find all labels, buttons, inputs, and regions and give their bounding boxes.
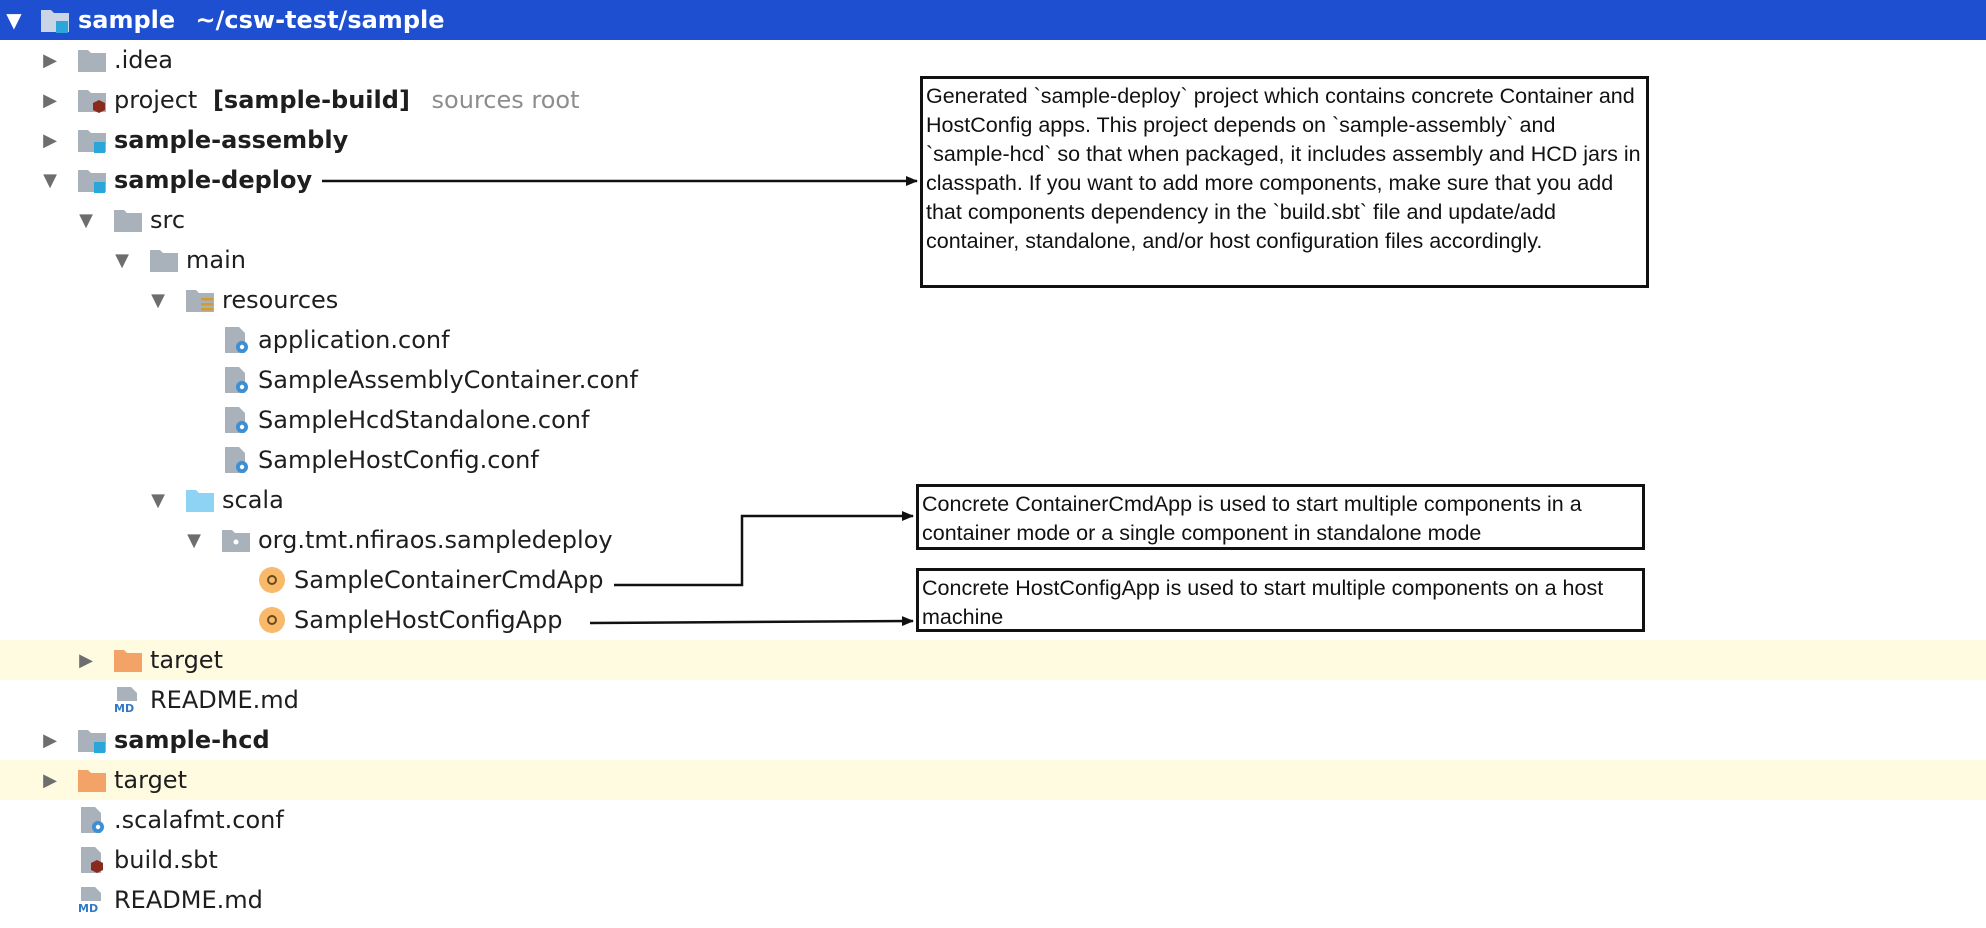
tree-row-scala-object[interactable]: SampleContainerCmdApp xyxy=(0,560,1986,600)
object-label: SampleHostConfigApp xyxy=(294,606,563,634)
file-label: build.sbt xyxy=(114,846,218,874)
module-label: sample-assembly xyxy=(114,126,349,154)
sources-root-hint: sources root xyxy=(431,86,580,114)
module-name: [sample-build] xyxy=(212,86,410,114)
tree-row-scala-object[interactable]: SampleHostConfigApp xyxy=(0,600,1986,640)
tree-row-target[interactable]: ▶ target xyxy=(0,760,1986,800)
expand-arrow-icon[interactable]: ▼ xyxy=(115,249,129,271)
project-root-path: ~/csw-test/sample xyxy=(195,6,445,34)
arrow-to-host-note xyxy=(589,616,914,627)
tree-row-sample-deploy[interactable]: ▼ sample-deploy xyxy=(0,160,1986,200)
folder-label: project xyxy=(114,86,198,114)
collapsed-arrow-icon[interactable]: ▶ xyxy=(43,129,57,151)
tree-row-config-file[interactable]: .scalafmt.conf xyxy=(0,800,1986,840)
excluded-folder-icon xyxy=(114,650,142,672)
folder-label: main xyxy=(186,246,246,274)
file-label: application.conf xyxy=(258,326,450,354)
expand-arrow-icon[interactable]: ▼ xyxy=(6,8,22,32)
module-folder-icon xyxy=(41,10,69,33)
package-label: org.tmt.nfiraos.sampledeploy xyxy=(258,526,613,554)
tree-row-readme[interactable]: MD README.md xyxy=(0,880,1986,920)
module-label: sample-deploy xyxy=(114,166,313,194)
source-folder-icon xyxy=(186,490,214,512)
expand-arrow-icon[interactable]: ▼ xyxy=(43,169,57,191)
scala-object-icon xyxy=(259,567,285,593)
host-config-annotation: Concrete HostConfigApp is used to start … xyxy=(916,568,1645,632)
tree-row-readme[interactable]: MD README.md xyxy=(0,680,1986,720)
config-file-icon xyxy=(225,407,248,433)
tree-row-build-sbt[interactable]: build.sbt xyxy=(0,840,1986,880)
tree-row-package[interactable]: ▼ org.tmt.nfiraos.sampledeploy xyxy=(0,520,1986,560)
module-label: sample-hcd xyxy=(114,726,270,754)
expand-arrow-icon[interactable]: ▼ xyxy=(187,529,201,551)
folder-label: src xyxy=(150,206,186,234)
tree-row-scala[interactable]: ▼ scala xyxy=(0,480,1986,520)
project-root-name: sample xyxy=(78,6,176,34)
module-folder-icon xyxy=(78,730,106,753)
tree-row-src[interactable]: ▼ src xyxy=(0,200,1986,240)
arrow-to-container-note xyxy=(614,511,914,587)
file-label: SampleAssemblyContainer.conf xyxy=(258,366,638,394)
folder-icon xyxy=(150,250,178,272)
scala-object-icon xyxy=(259,607,285,633)
sbt-file-icon xyxy=(81,847,103,873)
file-label: README.md xyxy=(114,886,263,914)
tree-row-main[interactable]: ▼ main xyxy=(0,240,1986,280)
collapsed-arrow-icon[interactable]: ▶ xyxy=(43,769,57,791)
markdown-file-icon: MD xyxy=(113,687,139,715)
container-cmd-annotation: Concrete ContainerCmdApp is used to star… xyxy=(916,484,1645,550)
folder-icon xyxy=(78,50,106,72)
tree-row-idea[interactable]: ▶ .idea xyxy=(0,40,1986,80)
file-label: README.md xyxy=(150,686,299,714)
tree-row-root[interactable]: ▼ sample ~/csw-test/sample xyxy=(0,0,1986,40)
excluded-folder-icon xyxy=(78,770,106,792)
tree-row-resources[interactable]: ▼ resources xyxy=(0,280,1986,320)
collapsed-arrow-icon[interactable]: ▶ xyxy=(43,49,57,71)
config-file-icon xyxy=(225,367,248,393)
file-label: .scalafmt.conf xyxy=(114,806,284,834)
sbt-module-icon xyxy=(78,90,106,113)
collapsed-arrow-icon[interactable]: ▶ xyxy=(43,729,57,751)
tree-row-sample-assembly[interactable]: ▶ sample-assembly xyxy=(0,120,1986,160)
tree-row-sample-hcd[interactable]: ▶ sample-hcd xyxy=(0,720,1986,760)
tree-row-config-file[interactable]: SampleHcdStandalone.conf xyxy=(0,400,1986,440)
file-label: SampleHcdStandalone.conf xyxy=(258,406,590,434)
tree-row-config-file[interactable]: SampleAssemblyContainer.conf xyxy=(0,360,1986,400)
svg-text:MD: MD xyxy=(78,902,98,915)
markdown-file-icon: MD xyxy=(77,887,103,915)
tree-row-config-file[interactable]: application.conf xyxy=(0,320,1986,360)
module-folder-icon xyxy=(78,170,106,193)
expand-arrow-icon[interactable]: ▼ xyxy=(151,289,165,311)
tree-row-target[interactable]: ▶ target xyxy=(0,640,1986,680)
file-label: SampleHostConfig.conf xyxy=(258,446,539,474)
config-file-icon xyxy=(81,807,104,833)
collapsed-arrow-icon[interactable]: ▶ xyxy=(79,649,93,671)
config-file-icon xyxy=(225,447,248,473)
package-icon xyxy=(222,530,250,552)
folder-label: resources xyxy=(222,286,339,314)
config-file-icon xyxy=(225,327,248,353)
svg-text:MD: MD xyxy=(114,702,134,715)
object-label: SampleContainerCmdApp xyxy=(294,566,604,594)
folder-icon xyxy=(114,210,142,232)
tree-row-project[interactable]: ▶ project [sample-build] sources root xyxy=(0,80,1986,120)
resources-folder-icon xyxy=(186,290,214,312)
module-folder-icon xyxy=(78,130,106,153)
expand-arrow-icon[interactable]: ▼ xyxy=(151,489,165,511)
tree-row-config-file[interactable]: SampleHostConfig.conf xyxy=(0,440,1986,480)
folder-label: scala xyxy=(222,486,284,514)
folder-label: target xyxy=(150,646,223,674)
folder-label: target xyxy=(114,766,187,794)
deploy-annotation: Generated `sample-deploy` project which … xyxy=(920,76,1649,288)
expand-arrow-icon[interactable]: ▼ xyxy=(79,209,93,231)
folder-label: .idea xyxy=(114,46,174,74)
collapsed-arrow-icon[interactable]: ▶ xyxy=(43,89,57,111)
